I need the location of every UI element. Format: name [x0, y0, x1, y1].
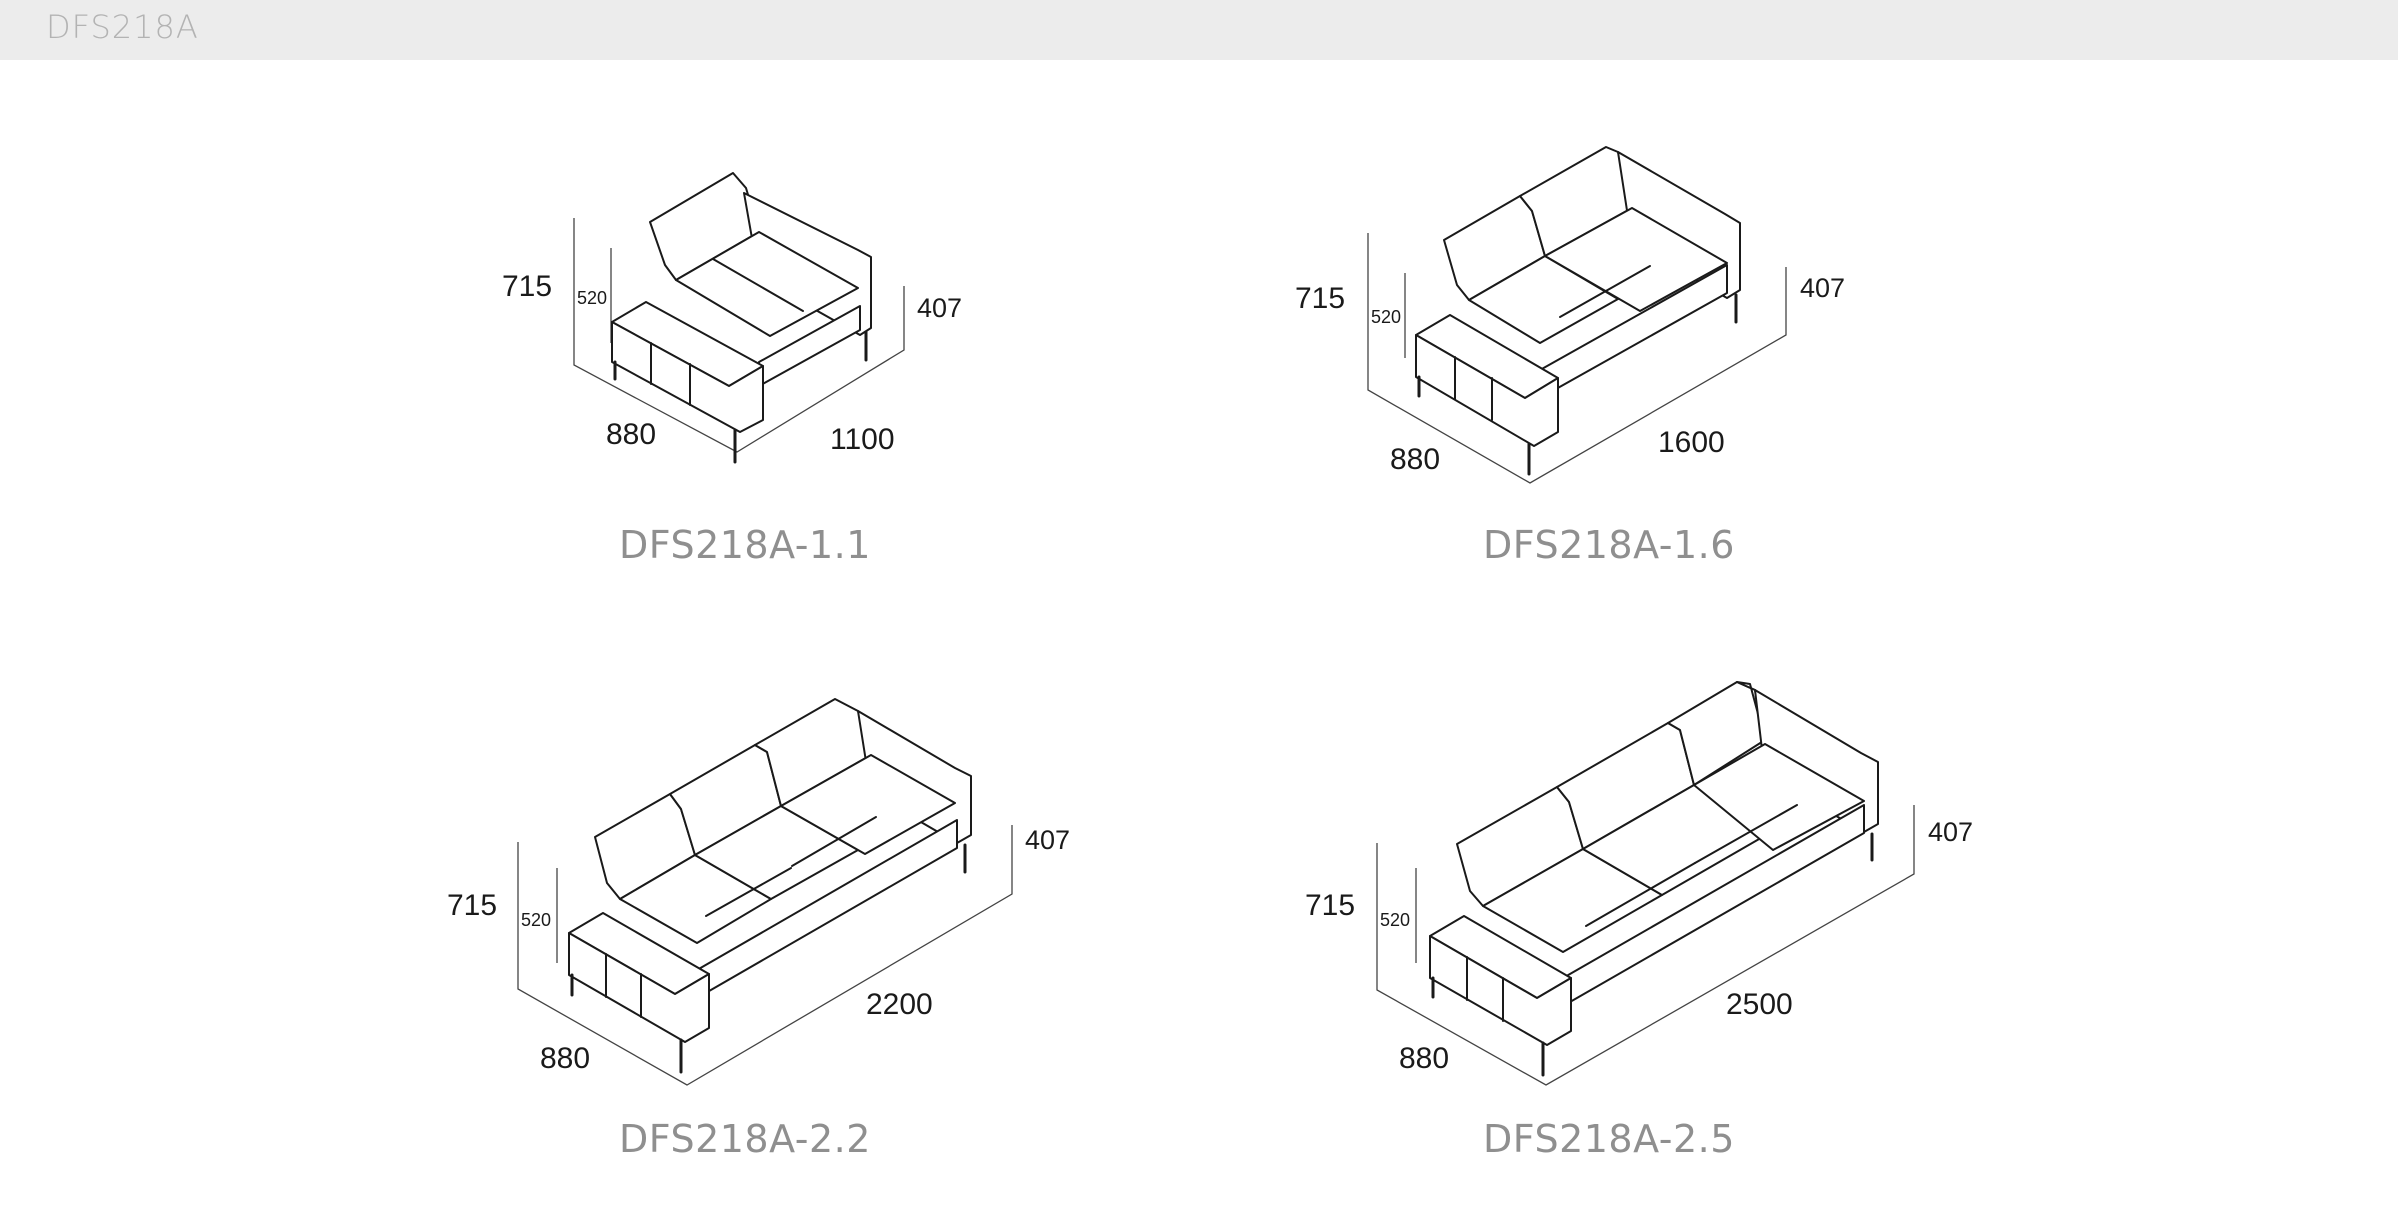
dim-width-4: 2500	[1726, 988, 1793, 1021]
dim-height-4: 715	[1305, 889, 1356, 922]
dim-width-3: 2200	[866, 988, 933, 1021]
dim-width-2: 1600	[1658, 426, 1725, 459]
dim-depth-3: 880	[540, 1042, 591, 1075]
dim-height-1: 715	[502, 270, 553, 303]
dim-height-3: 715	[447, 889, 498, 922]
model-label-1: DFS218A-1.1	[619, 523, 871, 567]
dim-seat-height-1: 520	[577, 288, 608, 308]
sofa-drawing-2-5	[1376, 681, 1915, 1086]
dim-depth-4: 880	[1399, 1042, 1450, 1075]
dim-depth-1: 880	[606, 418, 657, 451]
header-bar: DFS218A	[0, 0, 2398, 60]
sofa-drawings	[517, 146, 1915, 1086]
dim-arm-height-2: 407	[1800, 273, 1846, 303]
dim-arm-height-4: 407	[1928, 817, 1974, 847]
sofa-dimension-diagram: 715 520 407 880 1100 DFS218A-1.1 715 520…	[0, 60, 2398, 1200]
dim-depth-2: 880	[1390, 443, 1441, 476]
dim-width-1: 1100	[830, 423, 895, 456]
sofa-drawing-1-6	[1367, 146, 1787, 484]
sofa-drawing-1-1	[573, 172, 905, 464]
dim-arm-height-3: 407	[1025, 825, 1071, 855]
model-label-4: DFS218A-2.5	[1483, 1117, 1735, 1161]
dim-seat-height-2: 520	[1371, 307, 1402, 327]
dim-seat-height-4: 520	[1380, 910, 1411, 930]
dim-height-2: 715	[1295, 282, 1346, 315]
model-label-2: DFS218A-1.6	[1483, 523, 1735, 567]
header-title: DFS218A	[46, 8, 199, 46]
dim-seat-height-3: 520	[521, 910, 552, 930]
dim-arm-height-1: 407	[917, 293, 963, 323]
model-label-3: DFS218A-2.2	[619, 1117, 871, 1161]
sofa-drawing-2-2	[517, 698, 1013, 1086]
